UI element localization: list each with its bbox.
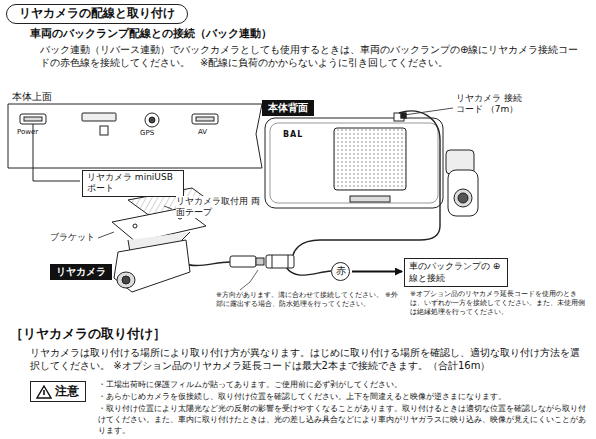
note: ※方向があります。溝に合わせて接続してください。 ※外部に露出する場合、防水処理…	[216, 291, 398, 309]
brand-mark: BAL	[283, 130, 303, 140]
caution-box: 注意	[30, 381, 86, 402]
port-label: AV	[198, 128, 207, 137]
node-text: リヤカメラ	[56, 265, 106, 279]
part-label: リヤカメラ miniUSB ポート	[82, 170, 184, 197]
node-text: 注意	[55, 383, 79, 400]
node-text: 車のバックランプの ⊕線と接続	[409, 261, 503, 284]
mirror-back	[265, 113, 478, 216]
paragraph: バック連動（リバース連動）でバックカメラとしても使用するときは、車両のバックラン…	[40, 43, 580, 69]
port-label: Power	[17, 128, 38, 137]
caution-item: ・あらかじめカメラを仮接続し、取り付け位置を確認してください。上下を間違えると映…	[98, 392, 588, 403]
caution-item: ・工場出荷時に保護フィルムが貼ってあります。ご使用前に必ず剥がしてください。	[98, 380, 588, 391]
cords	[180, 108, 453, 275]
node-text: 赤	[332, 263, 349, 279]
part-label: リヤカメラ 接続コード （7m）	[456, 93, 526, 115]
arrow-connector	[352, 270, 402, 272]
paragraph: リヤカメラは取り付ける場所により取り付け方が異なります。はじめに取り付ける場所を…	[30, 346, 586, 372]
caution-item: ・取り付け位置により太陽光など光の反射の影響を受けやすくなることがあります。取り…	[98, 404, 588, 436]
connector	[230, 255, 294, 290]
note-box: 車のバックランプの ⊕線と接続	[404, 258, 508, 287]
node-text: 本体背面	[268, 101, 308, 115]
section-heading: ［リヤカメラの取り付け］	[10, 326, 166, 343]
note: ※オプション品のリヤカメラ延長コードを使用のときは、いずれか一方を接続してくださ…	[410, 290, 590, 317]
warning-icon	[36, 385, 52, 399]
section-tag: 本体背面	[262, 100, 314, 116]
part-label: 本体上面	[12, 90, 52, 103]
port-label: GPS	[140, 129, 154, 138]
wire-color-circle: 赤	[331, 262, 350, 281]
part-label: リヤカメラ取付用 両面テープ	[176, 196, 262, 218]
page-title: リヤカメラの配線と取り付け	[6, 4, 188, 24]
section-tag: リヤカメラ	[50, 264, 112, 280]
part-label: ブラケット	[50, 232, 95, 244]
subheading: 車両のバックランプ配線との接続（バック連動）	[30, 27, 272, 41]
